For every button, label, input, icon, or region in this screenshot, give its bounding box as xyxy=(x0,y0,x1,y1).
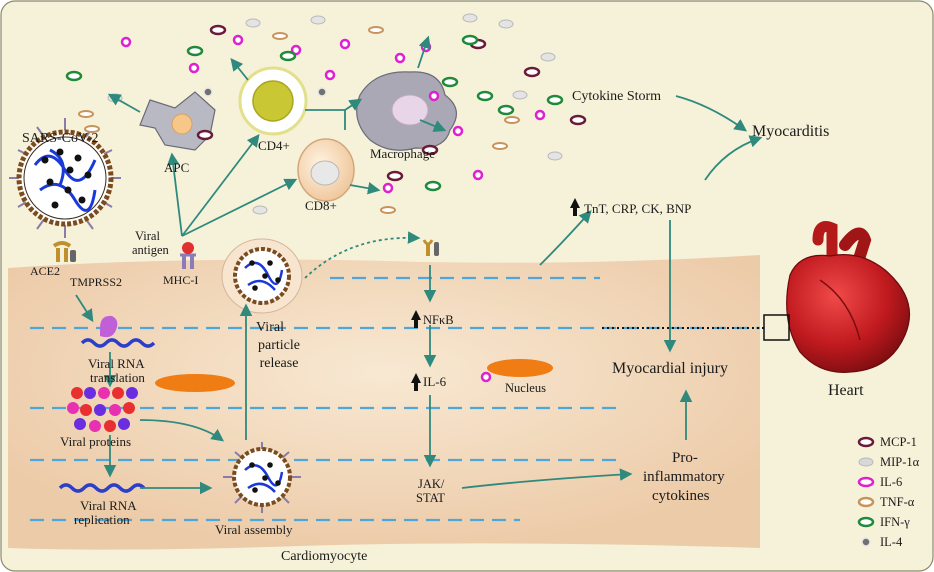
label-viral-particle-3: release xyxy=(260,356,299,371)
pathway-arrows xyxy=(75,35,763,495)
label-viral-rna-replication-1: Viral RNA xyxy=(80,498,137,513)
cytokine-receptor xyxy=(422,239,439,256)
up-arrows xyxy=(411,198,580,391)
label-viral-assembly: Viral assembly xyxy=(215,522,293,537)
label-nfkb: NFκB xyxy=(423,313,454,327)
legend-item: MIP-1α xyxy=(858,455,920,469)
labels: SARS-CoV-2 ACE2 TMPRSS2 APC CD4+ CD8+ Ma… xyxy=(22,89,864,564)
viral-rna-translation-strand xyxy=(80,338,156,348)
label-cd4: CD4+ xyxy=(258,138,290,153)
il6-inner-marker xyxy=(480,371,492,383)
label-pro-inflam-1: Pro- xyxy=(672,450,698,466)
legend-swatch xyxy=(857,516,875,528)
label-markers: TnT, CRP, CK, BNP xyxy=(584,201,691,216)
label-myocardial-injury: Myocardial injury xyxy=(612,360,728,377)
legend-label: MIP-1α xyxy=(880,455,920,469)
legend-item: IL-4 xyxy=(861,535,903,549)
label-jak-stat-1: JAK/ xyxy=(418,477,445,491)
legend-label: IFN-γ xyxy=(880,515,910,529)
legend-swatch xyxy=(861,537,871,547)
label-sars-cov-2: SARS-CoV-2 xyxy=(22,131,99,146)
legend-item: TNF-α xyxy=(857,495,915,509)
label-ace2: ACE2 xyxy=(30,264,60,278)
label-cytokine-storm: Cytokine Storm xyxy=(572,89,661,104)
label-viral-rna-replication-2: replication xyxy=(74,512,130,527)
label-viral-proteins: Viral proteins xyxy=(60,434,131,449)
legend-swatch xyxy=(857,436,875,448)
label-myocarditis: Myocarditis xyxy=(752,123,829,140)
ribosome xyxy=(100,315,118,338)
ace2-receptor xyxy=(52,241,76,262)
legend-item: IFN-γ xyxy=(857,515,910,529)
legend-label: TNF-α xyxy=(880,495,915,509)
label-viral-antigen-1: Viral xyxy=(135,229,160,243)
label-pro-inflam-2: inflammatory xyxy=(643,469,725,485)
legend-swatch xyxy=(857,496,875,508)
legend-item: MCP-1 xyxy=(857,435,917,449)
label-viral-antigen-2: antigen xyxy=(132,243,170,257)
mhc-i-antigen xyxy=(180,242,196,269)
dotted-receptor-arrow xyxy=(304,231,421,279)
sars-cov-2-virus xyxy=(9,118,121,238)
label-jak-stat-2: STAT xyxy=(416,491,445,505)
nucleus-right xyxy=(487,359,553,377)
label-il6-inner: IL-6 xyxy=(423,374,447,389)
label-cardiomyocyte: Cardiomyocyte xyxy=(281,549,367,564)
heart-illustration xyxy=(763,221,911,373)
label-mhc1: MHC-I xyxy=(163,273,198,287)
legend-label: IL-4 xyxy=(880,535,903,549)
legend-label: IL-6 xyxy=(880,475,902,489)
legend-label: MCP-1 xyxy=(880,435,917,449)
label-viral-particle-2: particle xyxy=(258,338,300,353)
label-viral-rna-translation-2: translation xyxy=(90,370,145,385)
viral-rna-replication-strand xyxy=(58,483,146,493)
legend-item: IL-6 xyxy=(857,475,902,489)
nucleus-left xyxy=(155,374,235,392)
cytokine-particles xyxy=(65,13,587,215)
label-apc: APC xyxy=(164,160,189,175)
label-viral-particle-1: Viral xyxy=(256,320,284,335)
label-pro-inflam-3: cytokines xyxy=(652,488,710,504)
label-heart: Heart xyxy=(828,382,864,399)
viral-proteins-cluster xyxy=(67,387,138,432)
viral-assembly-particle xyxy=(223,442,301,513)
legend-swatch xyxy=(857,476,875,488)
viral-particle-release xyxy=(221,238,303,314)
legend-swatch xyxy=(858,457,874,467)
label-viral-rna-translation-1: Viral RNA xyxy=(88,356,145,371)
label-tmprss2: TMPRSS2 xyxy=(70,275,122,289)
label-cd8: CD8+ xyxy=(305,198,337,213)
label-nucleus: Nucleus xyxy=(505,381,546,395)
label-macrophage: Macrophage xyxy=(370,146,435,161)
